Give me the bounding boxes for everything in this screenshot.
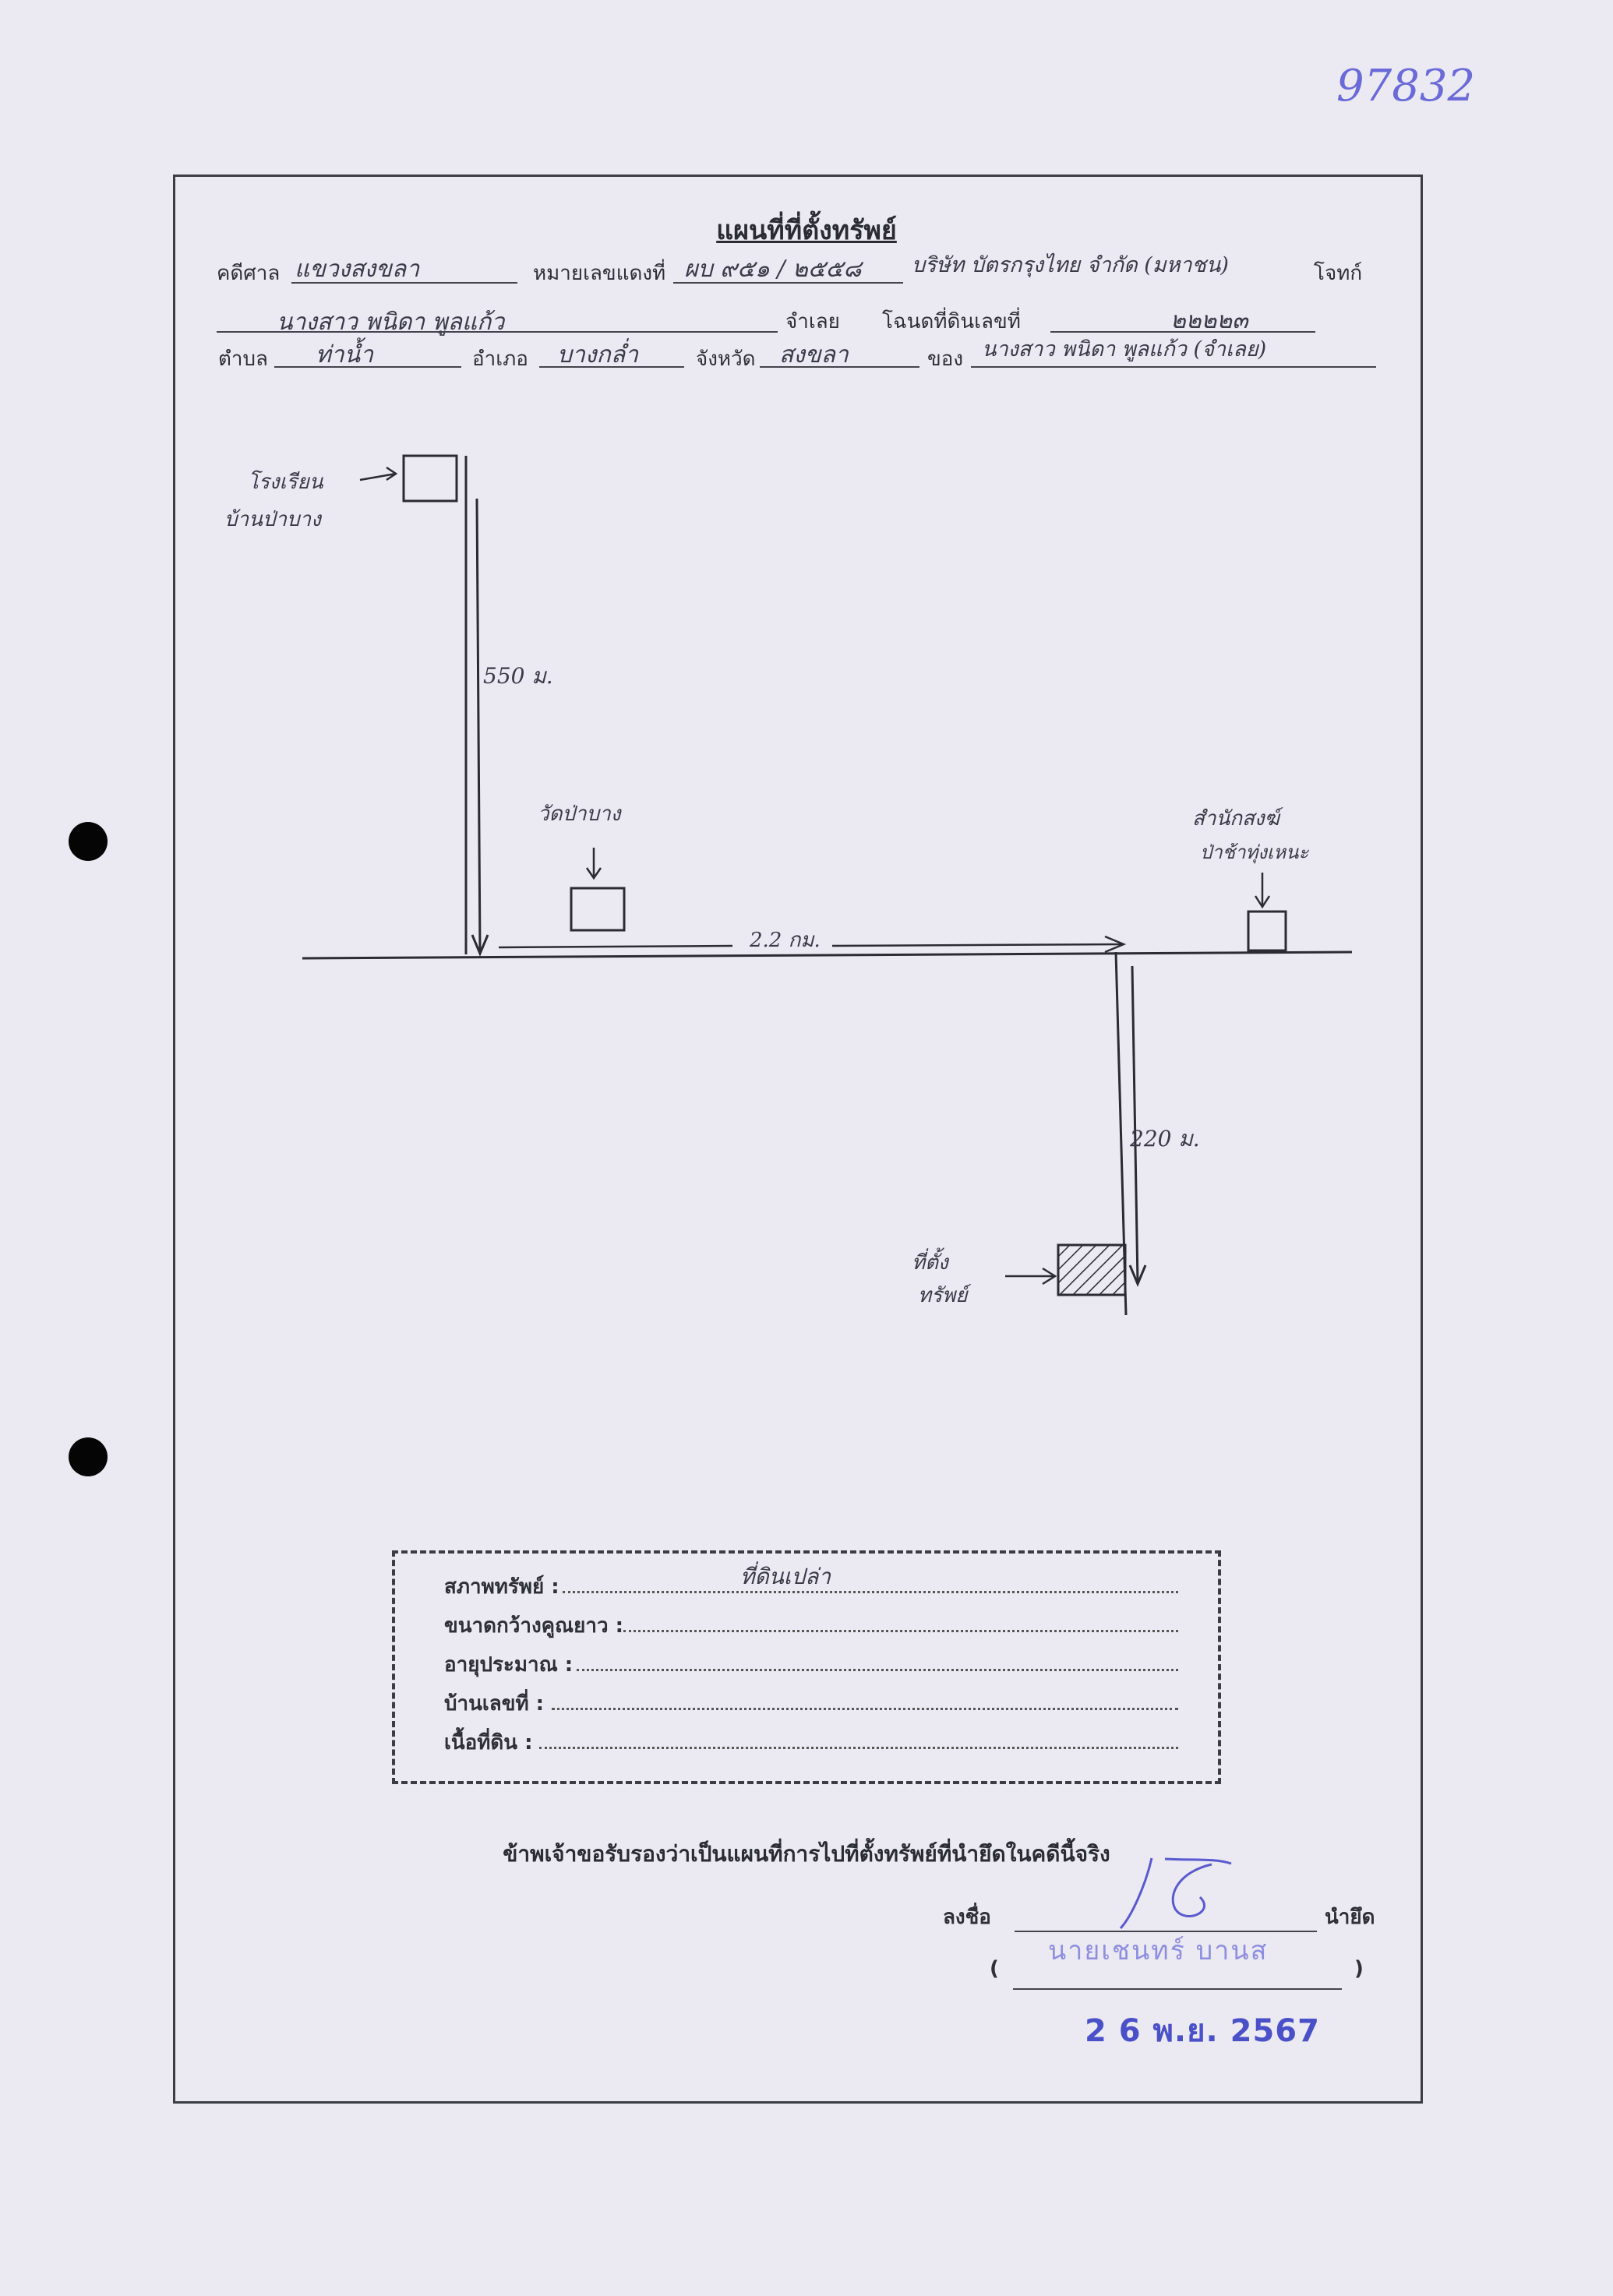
district-value: บางกล่ำ <box>557 341 638 369</box>
punch-hole-top <box>69 822 108 861</box>
distance-arrow-2 <box>1131 965 1139 1283</box>
name-line <box>1013 1988 1342 1990</box>
vertical-distance-2: 220 ม. <box>1130 1126 1200 1152</box>
page-title: แผนที่ที่ตั้งทรัพย์ <box>716 215 897 246</box>
case-number-underline <box>673 282 903 284</box>
distance-arrow-1 <box>475 498 482 953</box>
deed-number-value: ๒๒๒๒๓ <box>1170 307 1248 334</box>
school-label-line1: โรงเรียน <box>248 471 323 494</box>
paren-open: ( <box>990 1957 999 1980</box>
house-number-label: บ้านเลขที่ : <box>444 1692 545 1716</box>
size-dotline <box>623 1630 1178 1632</box>
owner-underline <box>971 366 1376 368</box>
owner-value: นางสาว พนิดา พูลแก้ว (จำเลย) <box>982 337 1267 362</box>
defendant-label: จำเลย <box>785 310 840 333</box>
age-label: อายุประมาณ : <box>444 1653 574 1677</box>
land-area-label: เนื้อที่ดิน : <box>444 1731 533 1755</box>
owner-label: ของ <box>927 347 964 371</box>
certification-statement: ข้าพเจ้าขอรับรองว่าเป็นแผนที่การไปที่ตั้… <box>503 1841 1110 1867</box>
date-stamp: 2 6 พ.ย. 2567 <box>1085 2013 1320 2049</box>
main-road <box>302 950 1353 960</box>
land-area-dotline <box>539 1747 1178 1749</box>
property-type-dotline <box>563 1591 1178 1593</box>
office-label-line1: สำนักสงฆ์ <box>1192 807 1279 831</box>
property-label-line1: ที่ตั้ง <box>912 1251 948 1275</box>
sign-label: ลงชื่อ <box>943 1906 991 1929</box>
document-number: 97832 <box>1336 61 1476 111</box>
vertical-distance-1: 550 ม. <box>483 663 553 689</box>
court-value: แขวงสงขลา <box>295 256 420 283</box>
plaintiff-label: โจทก์ <box>1314 262 1363 285</box>
property-type-label: สภาพทรัพย์ : <box>444 1575 559 1599</box>
house-number-dotline <box>552 1708 1178 1710</box>
size-label: ขนาดกว้างคูณยาว : <box>444 1614 624 1638</box>
punch-hole-bottom <box>69 1437 108 1476</box>
deed-number-label: โฉนดที่ดินเลขที่ <box>882 310 1021 333</box>
defendant-underline <box>217 331 778 333</box>
age-dotline <box>577 1669 1178 1671</box>
subdistrict-value: ท่าน้ำ <box>316 341 373 369</box>
temple-building <box>570 887 626 932</box>
plaintiff-value: บริษัท บัตรกรุงไทย จำกัด (มหาชน) <box>912 253 1229 277</box>
court-underline <box>291 282 517 284</box>
name-stamp: นายเชนทร์ บานส <box>1048 1935 1269 1966</box>
school-building <box>402 454 458 503</box>
case-number-label: หมายเลขแดงที่ <box>533 262 666 285</box>
signature-line <box>1015 1931 1317 1932</box>
subdistrict-label: ตำบล <box>218 347 268 371</box>
school-arrow <box>359 472 397 481</box>
document-frame <box>173 175 1423 2104</box>
property-type-value: ที่ดินเปล่า <box>740 1564 831 1589</box>
property-plot <box>1057 1243 1127 1296</box>
seizer-role-label: นำยึด <box>1325 1906 1375 1929</box>
subdistrict-underline <box>274 366 461 368</box>
province-label: จังหวัด <box>696 347 756 371</box>
school-label-line2: บ้านป่าบาง <box>224 508 321 531</box>
property-label-line2: ทรัพย์ <box>918 1284 968 1307</box>
province-underline <box>760 366 919 368</box>
court-label: คดีศาล <box>217 262 281 285</box>
province-value: สงขลา <box>779 341 849 369</box>
district-underline <box>539 366 684 368</box>
office-label-line2: ป่าช้าทุ่งเหนะ <box>1200 841 1309 863</box>
road-distance-label: 2.2 กม. <box>750 929 821 952</box>
case-number-value: ผบ ๙๕๑ / ๒๕๕๘ <box>684 256 862 283</box>
temple-label: วัดป่าบาง <box>538 802 621 826</box>
property-details-box <box>392 1550 1221 1784</box>
office-building <box>1247 910 1287 952</box>
district-label: อำเภอ <box>472 347 528 371</box>
deed-number-underline <box>1050 331 1315 333</box>
road-distance-arrow-right <box>831 943 1123 947</box>
signature-mark <box>1119 1857 1232 1930</box>
paren-close: ) <box>1354 1957 1364 1980</box>
road-distance-arrow-left <box>498 944 733 949</box>
